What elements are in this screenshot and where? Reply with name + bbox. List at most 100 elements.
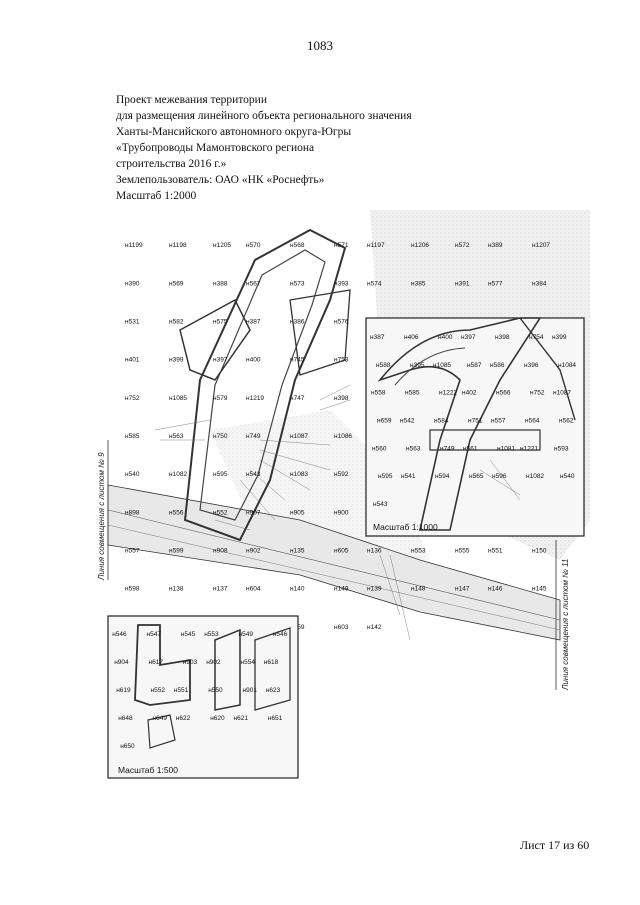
inset-1000-point-label: н587 [467, 362, 482, 369]
point-label: н387 [246, 319, 261, 326]
inset-1000-point-label: н563 [406, 445, 421, 452]
inset-500-point-label: н617 [149, 659, 164, 666]
sheet-footer: Лист 17 из 60 [520, 838, 590, 852]
inset-1000-point-label: н562 [559, 418, 574, 425]
inset-1000-point-label: н398 [495, 334, 510, 341]
inset-1000-point-label: н540 [560, 473, 575, 480]
point-label: н574 [367, 280, 382, 287]
inset-1000-point-label: н566 [496, 390, 511, 397]
inset-500-point-label: н649 [153, 715, 168, 722]
inset-1000-scale: Масштаб 1:1000 [373, 522, 438, 532]
point-label: н598 [125, 586, 140, 593]
inset-1000-point-label: н1085 [433, 362, 451, 369]
point-label: н531 [125, 319, 140, 326]
inset-500-point-label: н549 [239, 631, 254, 638]
inset-1000-point-label: н1221 [520, 445, 538, 452]
point-label: н582 [169, 319, 184, 326]
point-label: н905 [290, 509, 305, 516]
point-label: н149 [334, 586, 349, 593]
point-label: н384 [532, 280, 547, 287]
point-label: н401 [125, 357, 140, 364]
inset-1000-point-label: н1082 [526, 473, 544, 480]
inset-1000-point-label: н749 [440, 445, 455, 452]
point-label: н146 [488, 586, 503, 593]
inset-500-point-label: н554 [241, 659, 256, 666]
point-label: н1083 [290, 471, 308, 478]
point-label: н1085 [169, 395, 187, 402]
point-label: н543 [246, 471, 261, 478]
point-label: н572 [455, 242, 470, 249]
point-label: н1205 [213, 242, 231, 249]
inset-500-point-label: н547 [147, 631, 162, 638]
side-label-right: Линия совмещения с листом № 11 [561, 559, 570, 691]
header-line-4: «Трубопроводы Мамонтовского региона [116, 142, 315, 154]
header-line-6: Землепользователь: ОАО «НК «Роснефть» [116, 174, 325, 186]
inset-1000-point-label: н659 [377, 418, 392, 425]
inset-1000-point-label: н593 [554, 445, 569, 452]
point-label: н1198 [169, 242, 187, 249]
point-label: н749 [246, 433, 261, 440]
point-label: н386 [290, 319, 305, 326]
inset-1000-point-label: н557 [491, 418, 506, 425]
point-label: н750 [213, 433, 228, 440]
inset-1000-point-label: н1084 [558, 362, 576, 369]
point-label: н138 [169, 586, 184, 593]
inset-500-point-label: н902 [206, 659, 221, 666]
pipeline-corridor [107, 484, 561, 641]
inset-500-point-label: н620 [210, 715, 225, 722]
point-label: н398 [334, 395, 349, 402]
inset-1000-point-label: н541 [401, 473, 416, 480]
point-label: н902 [246, 548, 261, 555]
header-line-3: Ханты-Мансийского автономного округа-Югр… [116, 126, 352, 138]
inset-500-point-label: н618 [264, 659, 279, 666]
inset-500-point-label: н648 [118, 715, 133, 722]
point-label: н136 [367, 548, 382, 555]
point-label: н1199 [125, 242, 143, 249]
parcel-west [179, 298, 251, 381]
point-label: н576 [334, 319, 349, 326]
inset-500-point-label: н901 [243, 687, 258, 694]
point-label: н592 [334, 471, 349, 478]
point-label: н139 [367, 586, 382, 593]
point-label: н907 [246, 509, 261, 516]
side-label-left: Линия совмещения с листом № 9 [97, 452, 106, 581]
inset-500-point-label: н622 [176, 715, 191, 722]
point-label: н388 [213, 280, 228, 287]
point-label: н540 [125, 471, 140, 478]
inset-1000-point-label: н399 [552, 334, 567, 341]
inset-1000-point-label: н1087 [553, 390, 571, 397]
inset-1000-point-label: н751 [468, 418, 483, 425]
point-label: н1219 [246, 395, 264, 402]
inset-500-point-label: н650 [120, 743, 135, 750]
header-line-2: для размещения линейного объекта региона… [116, 110, 412, 122]
point-label: н147 [455, 586, 470, 593]
point-label: н391 [455, 280, 470, 287]
point-label: н150 [532, 548, 547, 555]
inset-1000-point-label: н584 [434, 418, 449, 425]
point-label: н568 [290, 242, 305, 249]
point-label: н898 [125, 509, 140, 516]
point-label: н753 [334, 357, 349, 364]
inset-1000-point-label: н543 [373, 501, 388, 508]
leader-lines [154, 384, 411, 641]
inset-1000-point-label: н396 [524, 362, 539, 369]
inset-1000-point-label: н395 [410, 362, 425, 369]
inset-1000-point-label: н596 [492, 473, 507, 480]
inset-1000-point-label: н586 [490, 362, 505, 369]
point-label: н551 [488, 548, 503, 555]
point-label: н605 [334, 548, 349, 555]
inset-1000-point-label: н588 [376, 362, 391, 369]
point-label: н553 [411, 548, 426, 555]
inset-1000-point-label: н400 [438, 334, 453, 341]
point-label: н397 [213, 357, 228, 364]
pipeline-axis [107, 509, 561, 621]
point-label: н595 [213, 471, 228, 478]
header-line-7: Масштаб 1:2000 [116, 190, 197, 202]
point-label: н570 [246, 242, 261, 249]
inset-500-point-label: н553 [204, 631, 219, 638]
point-label: н900 [334, 509, 349, 516]
inset-1000-point-label: н397 [461, 334, 476, 341]
inset-1000-point-label: н752 [530, 390, 545, 397]
